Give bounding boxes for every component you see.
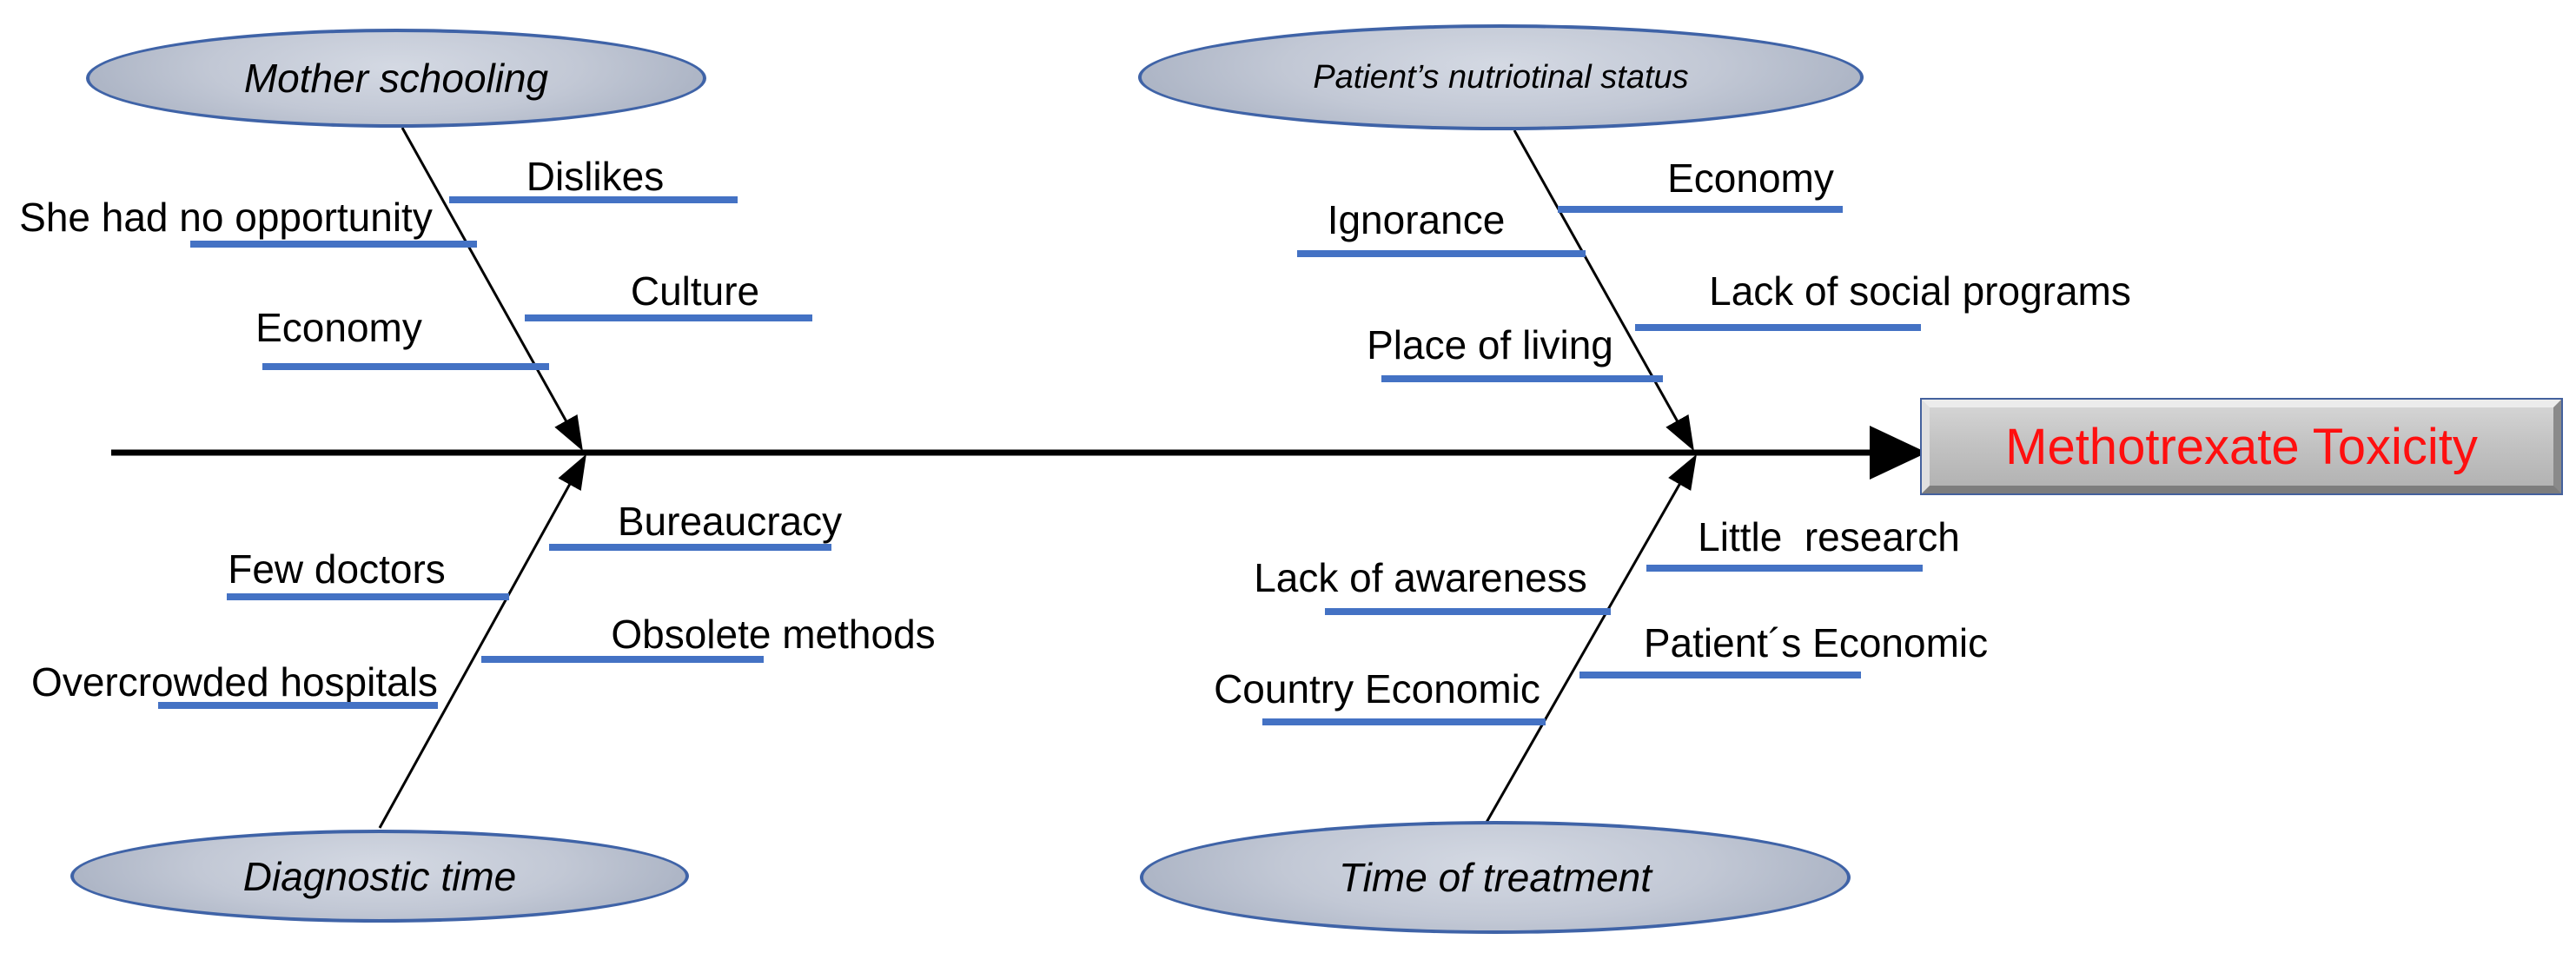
spine-arrowhead	[1870, 426, 1927, 480]
cause-label-bureaucracy: Bureaucracy	[617, 499, 843, 544]
cause-label-obsolete-methods: Obsolete methods	[611, 612, 936, 657]
cause-label-patients-economic: Patient´s Economic	[1643, 620, 1989, 665]
cause-label-economy-left: Economy	[255, 305, 422, 350]
cause-label-little-research: Little research	[1698, 514, 1960, 559]
cause-underline-lack-of-social-programs	[1635, 324, 1921, 331]
category-ellipse-patient-nutritional-status: Patient’s nutriotinal status	[1138, 24, 1864, 130]
category-label: Diagnostic time	[242, 853, 517, 899]
cause-underline-culture	[525, 314, 812, 321]
cause-label-ignorance: Ignorance	[1327, 197, 1506, 242]
category-ellipse-time-of-treatment: Time of treatment	[1140, 821, 1851, 934]
category-ellipse-mother-schooling: Mother schooling	[86, 29, 706, 128]
cause-underline-obsolete-methods	[481, 656, 764, 663]
cause-underline-economy-right	[1558, 206, 1843, 213]
cause-underline-overcrowded-hospitals	[158, 702, 438, 709]
cause-underline-lack-of-awareness	[1325, 608, 1611, 615]
cause-underline-little-research	[1646, 565, 1923, 572]
category-label: Mother schooling	[243, 56, 549, 101]
cause-label-lack-of-social-programs: Lack of social programs	[1709, 268, 2131, 314]
cause-label-few-doctors: Few doctors	[228, 546, 446, 592]
cause-label-overcrowded-hospitals: Overcrowded hospitals	[31, 659, 438, 705]
effect-box-bevel: Methotrexate Toxicity	[1922, 400, 2561, 493]
cause-label-dislikes: Dislikes	[526, 154, 665, 199]
cause-label-country-economic: Country Economic	[1214, 666, 1540, 711]
cause-underline-few-doctors	[227, 593, 509, 600]
cause-underline-place-of-living	[1381, 375, 1663, 382]
effect-box: Methotrexate Toxicity	[1920, 398, 2563, 495]
cause-underline-country-economic	[1262, 718, 1546, 725]
bone-patient-nutritional-status	[1513, 129, 1694, 452]
effect-label: Methotrexate Toxicity	[2005, 418, 2478, 475]
bone-mother-schooling	[401, 127, 583, 452]
cause-label-culture: Culture	[630, 268, 760, 314]
cause-label-place-of-living: Place of living	[1367, 322, 1613, 367]
cause-label-economy-right: Economy	[1667, 156, 1834, 201]
bone-diagnostic-time	[378, 453, 586, 829]
cause-underline-economy-left	[262, 363, 549, 370]
category-label: Time of treatment	[1338, 855, 1652, 900]
cause-underline-ignorance	[1297, 250, 1586, 257]
cause-underline-bureaucracy	[549, 544, 831, 551]
cause-underline-she-had-no-opportunity	[190, 241, 477, 248]
cause-label-she-had-no-opportunity: She had no opportunity	[19, 195, 433, 240]
cause-underline-dislikes	[449, 196, 738, 203]
cause-label-lack-of-awareness: Lack of awareness	[1254, 555, 1587, 600]
category-ellipse-diagnostic-time: Diagnostic time	[70, 830, 689, 923]
cause-underline-patients-economic	[1579, 672, 1861, 678]
bone-time-of-treatment	[1483, 453, 1697, 826]
category-label: Patient’s nutriotinal status	[1313, 58, 1689, 96]
